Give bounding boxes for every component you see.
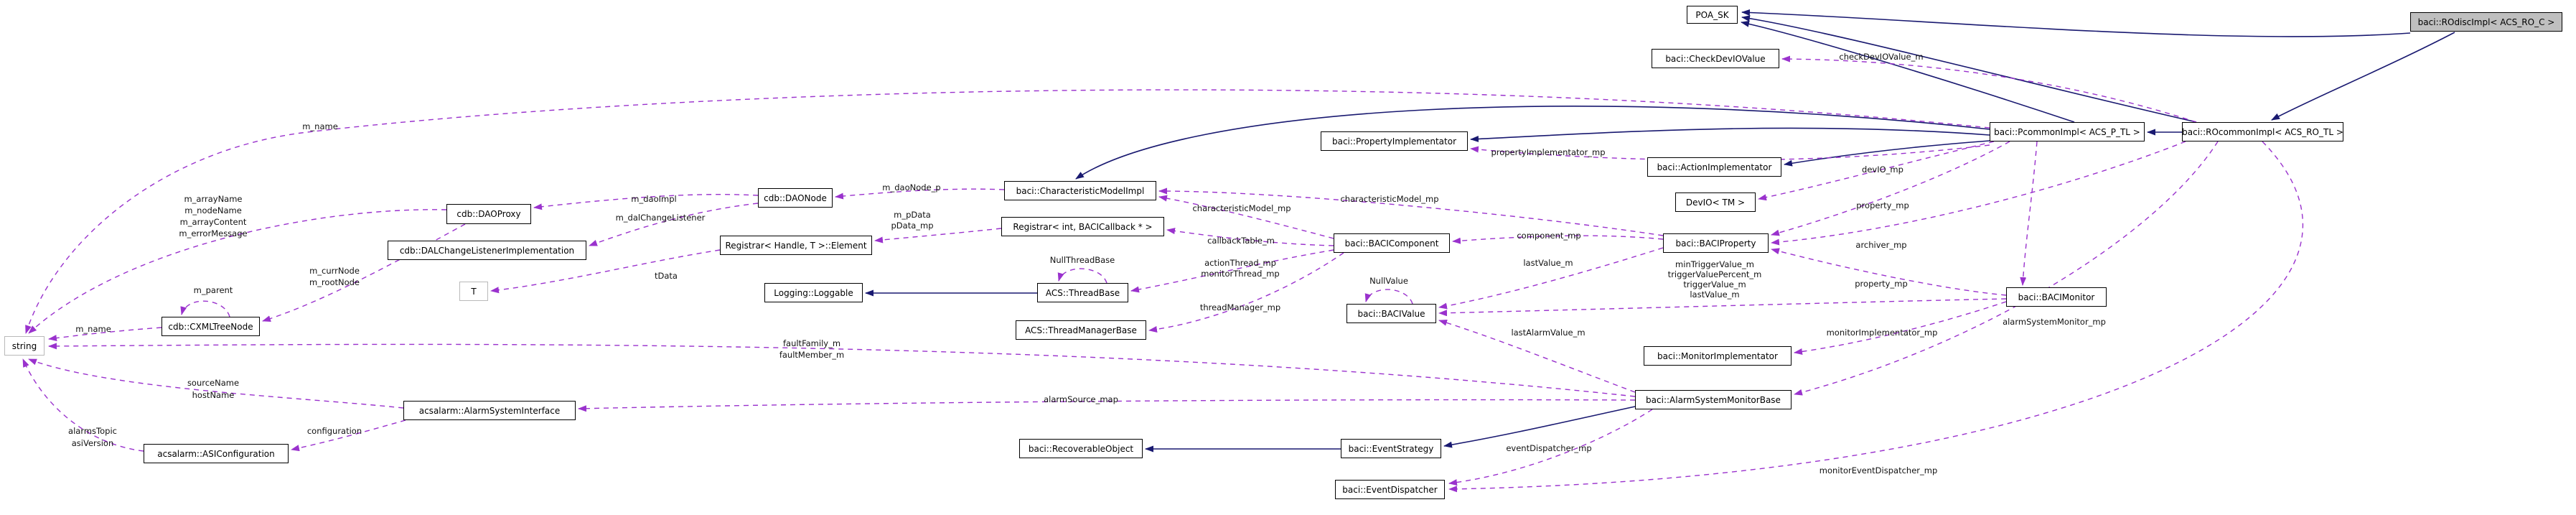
edge-pcommonimpl-actionimpl xyxy=(1784,140,1990,167)
edge-cxmltreenode-cxmltreenode xyxy=(180,300,230,317)
edge-pcommonimpl-baciproperty xyxy=(1771,141,2010,236)
node-recoverableobj[interactable]: baci::RecoverableObject xyxy=(1019,439,1143,458)
node-alarmmonbase[interactable]: baci::AlarmSystemMonitorBase xyxy=(1635,390,1792,409)
node-baciproperty[interactable]: baci::BACIProperty xyxy=(1663,233,1769,253)
node-eventstrategy[interactable]: baci::EventStrategy xyxy=(1341,439,1441,458)
node-string[interactable]: string xyxy=(4,336,45,356)
edge-rocommonimpl-alarmmonbase xyxy=(1794,141,2219,396)
edge-alarmmonbase-bacivalue xyxy=(1438,319,1636,393)
node-devio[interactable]: DevIO< TM > xyxy=(1675,192,1756,212)
node-rodiscimpl[interactable]: baci::ROdiscImpl< ACS_RO_C > xyxy=(2410,12,2562,32)
edge-bacicomponent-charmodel xyxy=(1158,195,1334,239)
edge-bacimonitor-monitorimpl xyxy=(1794,301,2007,355)
node-propertyimpl[interactable]: baci::PropertyImplementator xyxy=(1321,131,1468,151)
node-charmodel[interactable]: baci::CharacteristicModelImpl xyxy=(1004,181,1156,200)
edge-pcommonimpl-propertyimpl xyxy=(1470,127,1990,142)
node-daoproxy[interactable]: cdb::DAOProxy xyxy=(446,204,531,224)
node-bacicomponent[interactable]: baci::BACIComponent xyxy=(1334,233,1450,253)
node-actionimpl[interactable]: baci::ActionImplementator xyxy=(1647,157,1781,177)
node-loggable[interactable]: Logging::Loggable xyxy=(764,283,863,302)
edge-asiconfig-string xyxy=(22,358,144,452)
node-alarmsysif[interactable]: acsalarm::AlarmSystemInterface xyxy=(403,401,576,420)
edge-pcommonimpl-charmodel xyxy=(1075,106,1990,180)
node-daonode[interactable]: cdb::DAONode xyxy=(758,188,833,208)
edge-bacicomponent-threadbase xyxy=(1130,249,1334,293)
edge-rodiscimpl-poa-sk xyxy=(1741,9,2411,37)
edge-element-t-param xyxy=(490,249,721,294)
edge-baciproperty-charmodel xyxy=(1158,187,1664,236)
edge-bacimonitor-baciproperty xyxy=(1771,248,2007,296)
node-threadmgrbase[interactable]: ACS::ThreadManagerBase xyxy=(1016,320,1146,340)
node-checkdevio[interactable]: baci::CheckDevIOValue xyxy=(1652,49,1779,68)
node-eventdispatcher[interactable]: baci::EventDispatcher xyxy=(1335,480,1445,499)
edge-rocommonimpl-eventdispatcher xyxy=(1448,141,2304,493)
node-dalchange[interactable]: cdb::DALChangeListenerImplementation xyxy=(388,241,586,260)
edge-threadbase-threadbase xyxy=(1057,268,1107,284)
node-pcommonimpl[interactable]: baci::PcommonImpl< ACS_P_TL > xyxy=(1990,122,2145,141)
edge-charmodel-daonode xyxy=(835,188,1005,200)
edge-rocommonimpl-poa-sk xyxy=(1741,15,2197,123)
edge-bacimonitor-bacivalue xyxy=(1438,298,2007,317)
node-monitorimpl[interactable]: baci::MonitorImplementator xyxy=(1644,346,1792,366)
edge-daonode-dalchange xyxy=(589,203,759,246)
edge-pcommonimpl-poa-sk xyxy=(1741,20,2075,123)
node-registrarint[interactable]: Registrar< int, BACICallback * > xyxy=(1001,217,1164,236)
edge-daoproxy-string xyxy=(28,209,447,334)
edge-alarmmonbase-eventstrategy xyxy=(1443,406,1636,448)
edge-rocommonimpl-checkdevio xyxy=(1781,55,2197,123)
node-threadbase[interactable]: ACS::ThreadBase xyxy=(1037,283,1128,302)
edge-daoproxy-cxmltreenode xyxy=(262,223,466,322)
node-bacimonitor[interactable]: baci::BACIMonitor xyxy=(2006,287,2107,307)
edge-pcommonimpl-bacimonitor xyxy=(2020,141,2038,286)
node-element[interactable]: Registrar< Handle, T >::Element xyxy=(720,236,872,255)
edge-bacivalue-bacivalue xyxy=(1364,289,1413,305)
edge-rodiscimpl-rocommonimpl xyxy=(2271,32,2455,121)
edge-bacicomponent-threadmgrbase xyxy=(1148,252,1344,333)
edge-baciproperty-bacicomponent xyxy=(1452,235,1664,244)
edge-daonode-daoproxy xyxy=(533,193,759,210)
edge-alarmmonbase-eventdispatcher xyxy=(1448,409,1653,486)
edge-alarmsysif-asiconfig xyxy=(291,419,406,452)
node-bacivalue[interactable]: baci::BACIValue xyxy=(1346,304,1436,323)
edge-alarmmonbase-string xyxy=(48,343,1636,397)
edge-baciproperty-bacivalue xyxy=(1438,247,1664,310)
node-poa-sk[interactable]: POA_SK xyxy=(1687,6,1738,24)
edge-pcommonimpl-devio xyxy=(1758,141,1995,201)
node-cxmltreenode[interactable]: cdb::CXMLTreeNode xyxy=(161,317,260,336)
edge-alarmsysif-string xyxy=(28,358,404,409)
edge-bacicomponent-registrarint xyxy=(1166,228,1334,246)
edge-cxmltreenode-string xyxy=(48,327,162,342)
edge-alarmmonbase-alarmsysif xyxy=(578,399,1636,412)
edge-registrarint-element xyxy=(874,228,1002,243)
edge-pcommonimpl-string xyxy=(25,89,1990,334)
node-rocommonimpl[interactable]: baci::ROcommonImpl< ACS_RO_TL > xyxy=(2182,122,2343,141)
node-t-param[interactable]: T xyxy=(459,282,488,301)
node-asiconfig[interactable]: acsalarm::ASIConfiguration xyxy=(144,444,289,463)
